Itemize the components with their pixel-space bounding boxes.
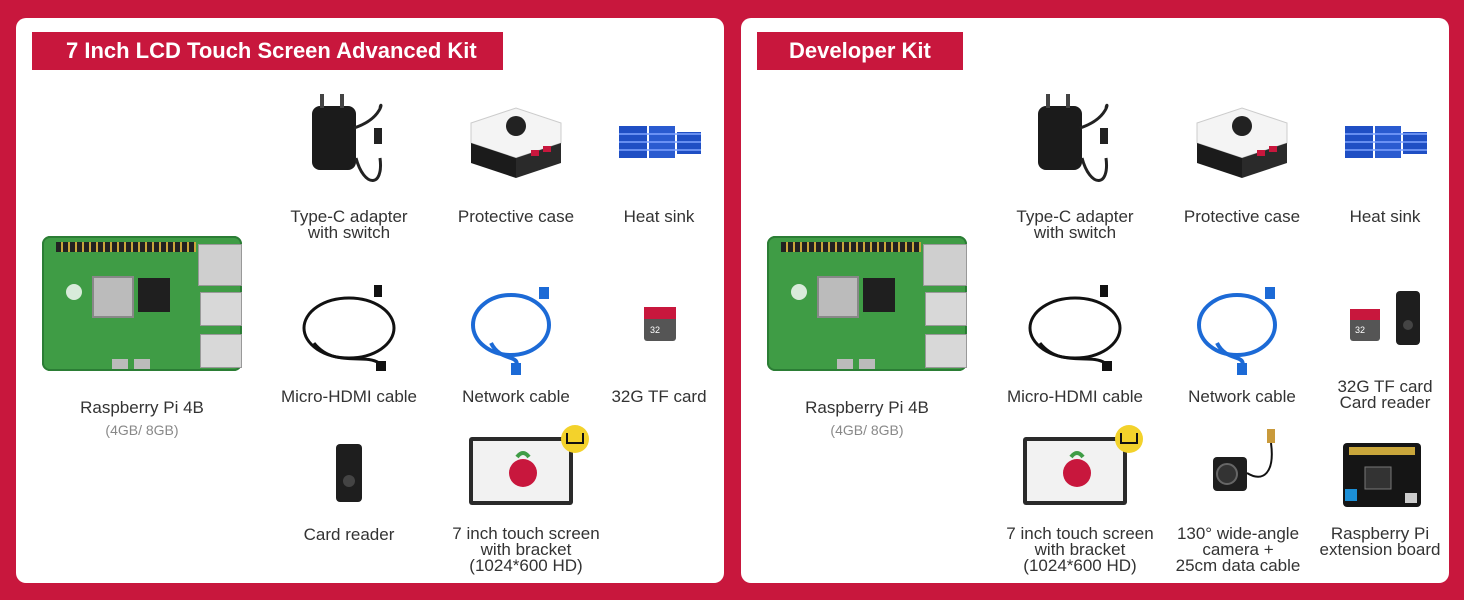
item-label-line1: Type-C adapter [290,207,408,226]
item-label-line3: (1024*600 HD) [1023,556,1137,575]
developer-kit-panel: Developer Kit Raspberry Pi 4B (4GB/ 8GB)… [741,18,1449,583]
protective-case-item: Protective case [1167,88,1317,225]
network-cable-icon [471,287,551,375]
card-reader-icon [336,444,362,502]
item-label-line2: Card reader [1339,393,1431,412]
power-adapter-icon [312,94,383,182]
micro-hdmi-cable-item: Micro-HDMI cable [274,283,424,405]
touch-screen-icon [469,425,589,505]
item-sublabel: (4GB/ 8GB) [105,422,179,438]
network-cable-item: Network cable [441,283,591,405]
network-cable-item: Network cable [1167,283,1317,405]
camera-icon [1213,429,1275,491]
raspberry-pi-board-image [32,236,252,376]
item-label: 32G TF card [611,387,707,406]
case-icon [470,107,562,178]
kit-title: 7 Inch LCD Touch Screen Advanced Kit [32,32,503,70]
item-label: Heat sink [1349,207,1421,226]
heat-sink-item: Heat sink [589,88,724,225]
item-label-line1: 32G TF card [1337,377,1433,396]
item-label: Network cable [1188,387,1296,406]
item-label-line1: 7 inch touch screen [452,524,600,543]
item-label: Raspberry Pi 4B [80,398,204,417]
hdmi-cable-icon [1028,285,1122,371]
card-reader-item: Card reader [274,436,424,543]
heat-sink-item: Heat sink [1315,88,1449,225]
item-label: Micro-HDMI cable [280,387,418,406]
item-label-line3: (1024*600 HD) [469,556,583,575]
hdmi-cable-icon [302,285,396,371]
item-label: Micro-HDMI cable [1006,387,1144,406]
item-label: Heat sink [623,207,695,226]
item-sublabel: (4GB/ 8GB) [830,422,904,438]
heat-sink-icon [619,126,701,158]
item-label: Protective case [457,207,575,226]
raspberry-pi-board-image [757,236,977,376]
item-label-line3: 25cm data cable [1175,556,1301,575]
protective-case-item: Protective case [441,88,591,225]
item-label-line1: Raspberry Pi [1330,524,1430,543]
extension-board-icon [1343,443,1421,507]
network-cable-icon [1197,287,1277,375]
item-label-line2: with bracket [1034,540,1126,559]
micro-hdmi-cable-item: Micro-HDMI cable [1000,283,1150,405]
item-label: Network cable [462,387,570,406]
item-label-line2: with bracket [480,540,572,559]
svg-text:32: 32 [1355,325,1365,335]
kit-title: Developer Kit [757,32,963,70]
power-adapter-icon [1038,94,1109,182]
item-label-line2: extension board [1319,540,1441,559]
sd-card-and-reader-icon: 32 [1350,291,1420,345]
heat-sink-icon [1345,126,1427,158]
item-label-line1: 7 inch touch screen [1006,524,1154,543]
item-label-line2: with switch [307,223,391,242]
touch-screen-icon [1023,425,1143,505]
item-label-line2: with switch [1033,223,1117,242]
tf-card-item: 32 32G TF card [589,283,724,405]
item-label-line1: 130° wide-angle [1176,524,1300,543]
svg-text:32: 32 [650,325,660,335]
item-label-line1: Type-C adapter [1016,207,1134,226]
item-label: Card reader [303,525,395,544]
sd-card-icon: 32 [644,307,676,341]
advanced-kit-panel: 7 Inch LCD Touch Screen Advanced Kit Ras… [16,18,724,583]
raspberry-pi-item: Raspberry Pi 4B (4GB/ 8GB) [749,236,985,438]
item-label-line2: camera + [1202,540,1274,559]
case-icon [1196,107,1288,178]
item-label: Raspberry Pi 4B [805,398,929,417]
raspberry-pi-item: Raspberry Pi 4B (4GB/ 8GB) [24,236,260,438]
item-label: Protective case [1183,207,1301,226]
